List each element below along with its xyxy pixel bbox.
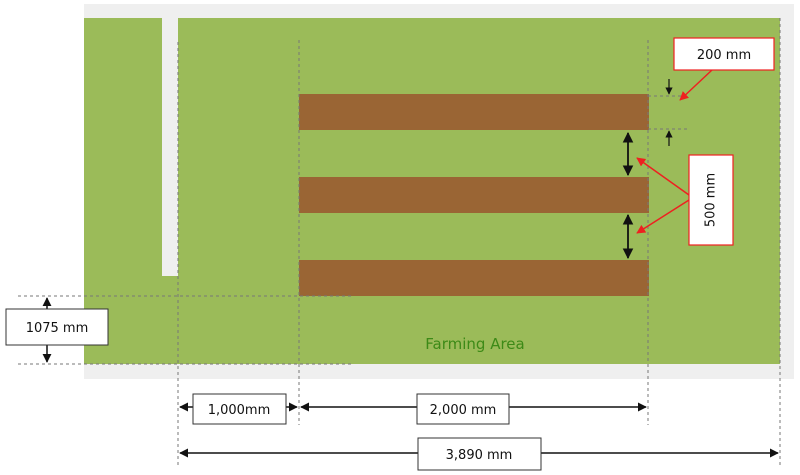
planting-bed-2 — [299, 177, 649, 213]
bed-width-callout — [673, 37, 775, 71]
farming-area-label: Farming Area — [425, 335, 524, 353]
bed-gap-label: 500 mm — [704, 173, 719, 227]
total-width-label: 3,890 mm — [446, 448, 513, 463]
bed-gap-callout — [688, 154, 734, 246]
left-offset-label: 1,000mm — [208, 403, 271, 418]
walkway-path — [162, 18, 178, 276]
callout-pointers — [636, 69, 713, 234]
bed-width-label: 200 mm — [697, 48, 751, 63]
dimension-guides — [18, 18, 781, 465]
total-width-box — [417, 437, 542, 471]
planting-bed-1 — [299, 94, 649, 130]
bed-length-label: 2,000 mm — [430, 403, 497, 418]
planting-bed-3 — [299, 260, 649, 296]
left-margin-label: 1075 mm — [26, 321, 89, 336]
left-margin-box — [5, 308, 109, 346]
bed-length-box — [416, 393, 510, 425]
left-offset-box — [192, 393, 287, 425]
